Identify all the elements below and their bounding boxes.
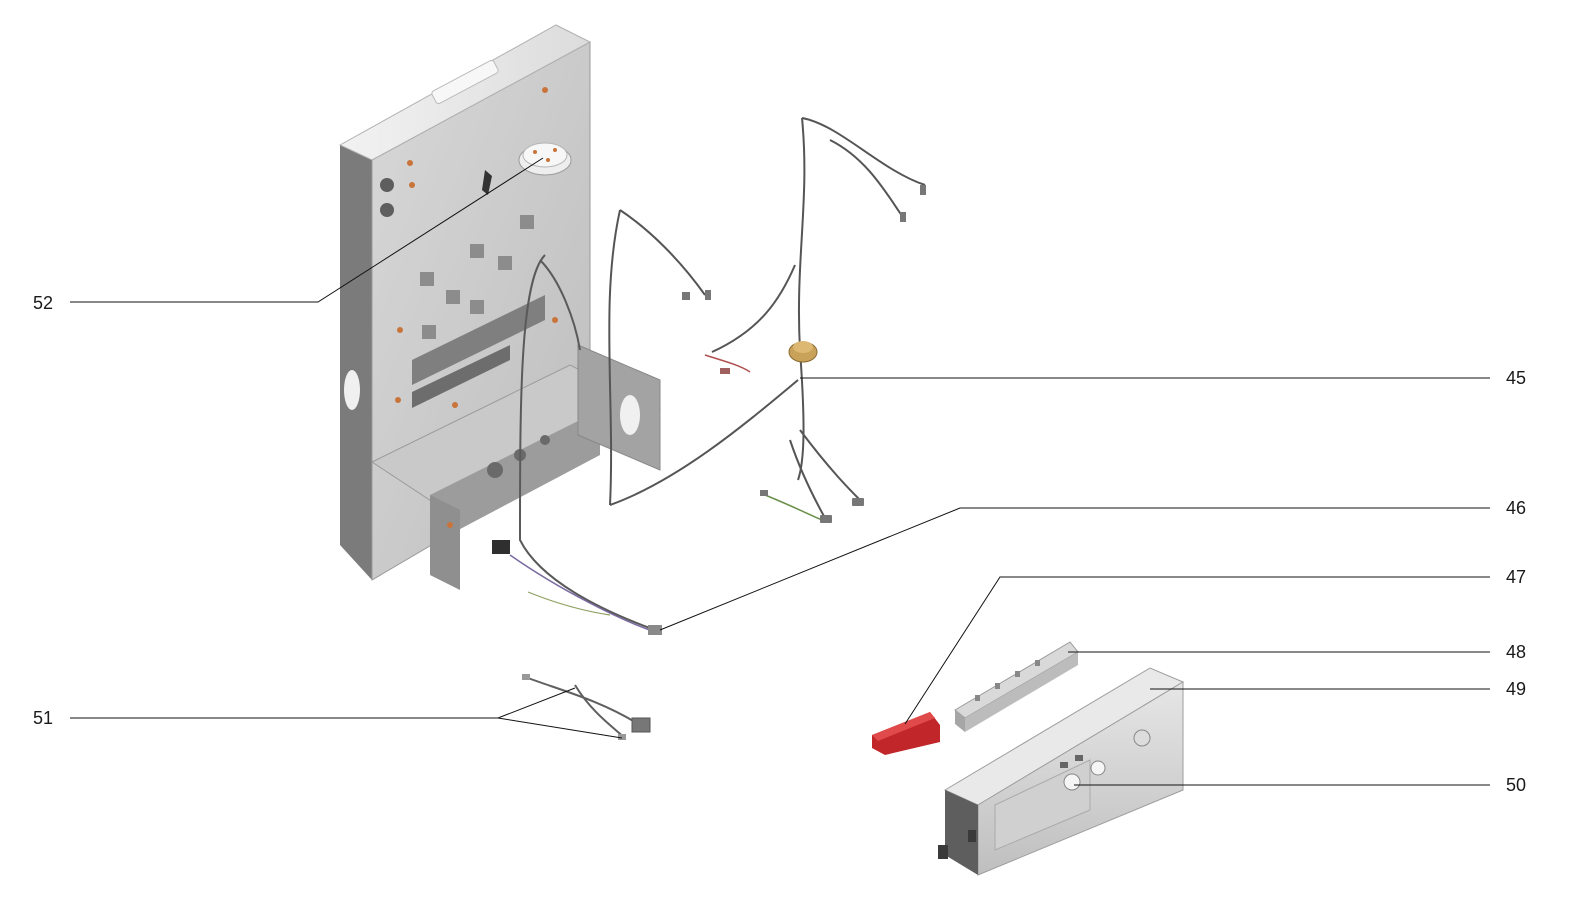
small-harness-tip bbox=[618, 734, 626, 740]
control-box-foot bbox=[938, 845, 948, 859]
terminal-rail bbox=[954, 641, 1079, 732]
callout-47: 47 bbox=[1506, 567, 1527, 587]
callout-51: 51 bbox=[33, 708, 54, 728]
cutout bbox=[470, 300, 484, 314]
fastener bbox=[395, 397, 401, 403]
chassis-frame bbox=[338, 24, 662, 590]
fastener bbox=[552, 317, 558, 323]
chassis-long-slot-lower bbox=[412, 345, 510, 408]
chassis-left-wall bbox=[340, 145, 372, 580]
chassis-top-slot bbox=[431, 59, 499, 105]
callout-49: 49 bbox=[1506, 679, 1527, 699]
callout-45: 45 bbox=[1506, 368, 1527, 388]
fastener bbox=[407, 160, 413, 166]
control-box bbox=[938, 667, 1185, 876]
red-clip bbox=[872, 712, 940, 755]
harness-plug-black bbox=[492, 540, 510, 554]
tray-hole bbox=[540, 435, 550, 445]
pressure-switch-disc bbox=[518, 142, 572, 176]
control-knob-right bbox=[1090, 760, 1106, 776]
secondary-wiring-harness bbox=[509, 254, 656, 633]
harness-connectors bbox=[682, 185, 926, 523]
control-box-switch bbox=[1060, 762, 1068, 768]
harness-grommet bbox=[788, 341, 818, 363]
callout-46: 46 bbox=[1506, 498, 1527, 518]
cutout bbox=[446, 290, 460, 304]
cutout bbox=[420, 272, 434, 286]
fastener bbox=[409, 182, 415, 188]
leader-47 bbox=[904, 576, 1490, 725]
chassis-right-bracket bbox=[577, 344, 661, 471]
bracket-oval-hole bbox=[620, 395, 640, 435]
leader-52 bbox=[70, 157, 544, 303]
leader-lines bbox=[70, 157, 1490, 786]
side-round-hole bbox=[380, 203, 394, 217]
chassis-tray-front bbox=[430, 410, 600, 545]
small-wiring-harness bbox=[527, 677, 641, 739]
small-harness-plug bbox=[631, 717, 651, 733]
cutout bbox=[520, 215, 534, 229]
leader-51a bbox=[70, 687, 576, 719]
cutout bbox=[422, 325, 436, 339]
small-harness-tip bbox=[522, 674, 530, 680]
side-oval-hole bbox=[344, 370, 360, 410]
fastener bbox=[447, 522, 453, 528]
control-box-side bbox=[945, 790, 978, 875]
chassis-lower-foot bbox=[430, 495, 460, 590]
harness-end-connector bbox=[648, 625, 662, 635]
tray-hole bbox=[487, 462, 503, 478]
chassis-long-slot bbox=[412, 295, 545, 385]
control-box-switch bbox=[1075, 755, 1083, 761]
fastener bbox=[397, 327, 403, 333]
control-box-port bbox=[1133, 729, 1151, 747]
fastener bbox=[452, 402, 458, 408]
leader-51b bbox=[497, 717, 623, 739]
callout-52: 52 bbox=[33, 293, 54, 313]
callout-50: 50 bbox=[1506, 775, 1527, 795]
leader-46 bbox=[659, 507, 1490, 631]
side-round-hole bbox=[380, 178, 394, 192]
main-wiring-harness bbox=[608, 117, 926, 521]
cutout bbox=[470, 244, 484, 258]
control-knob-left bbox=[1063, 773, 1081, 791]
chassis-small-bracket bbox=[482, 170, 492, 195]
cutout bbox=[498, 256, 512, 270]
callout-48: 48 bbox=[1506, 642, 1527, 662]
fastener bbox=[542, 87, 548, 93]
control-box-foot bbox=[968, 830, 976, 842]
